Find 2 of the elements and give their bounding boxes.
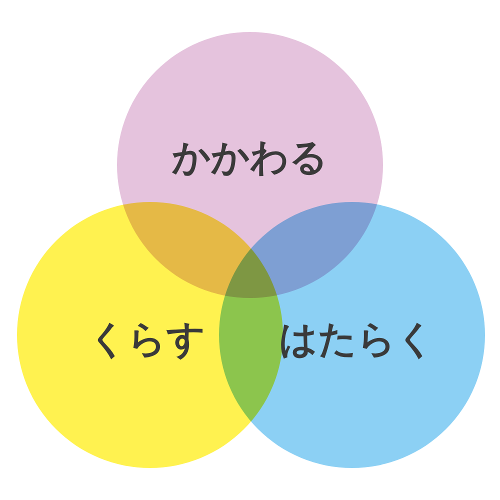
circle-label: くらす [88,319,206,361]
circle-label: かかわる [172,137,328,179]
